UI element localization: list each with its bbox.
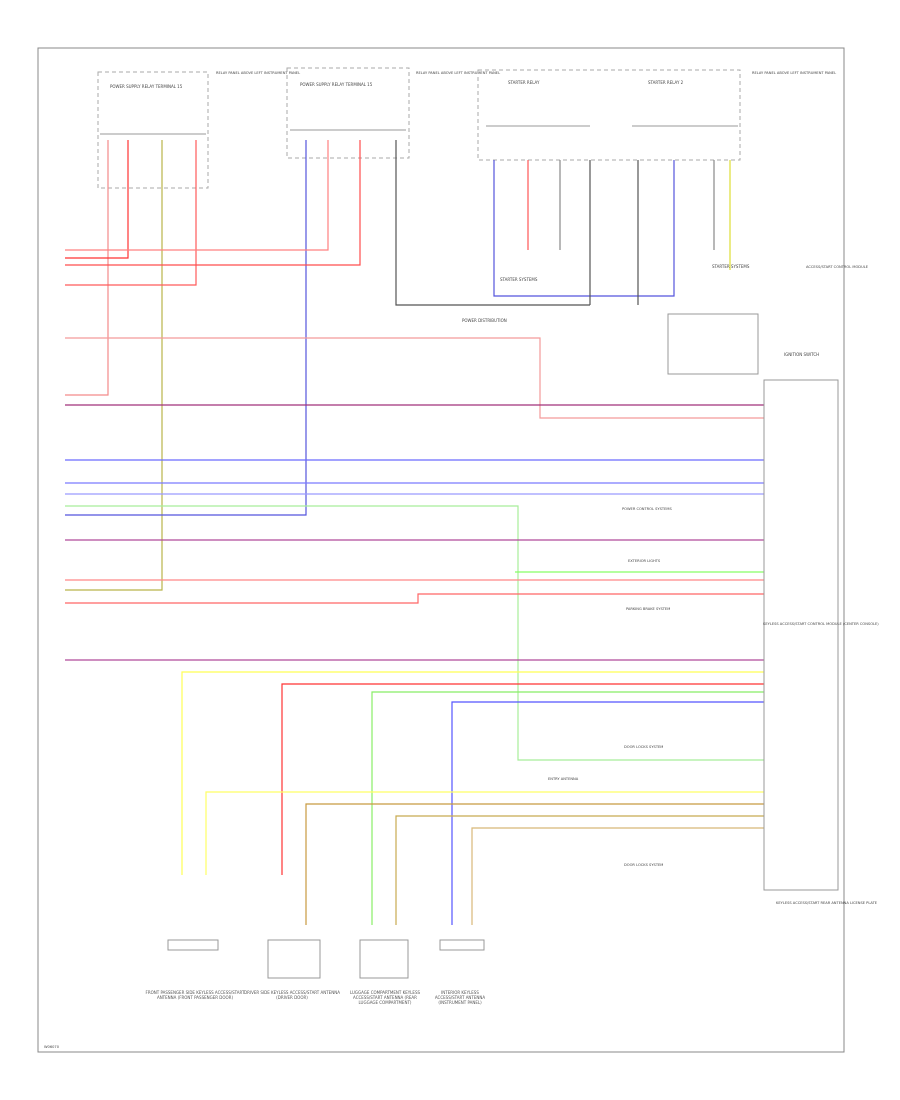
footer-code: W06070	[44, 1045, 60, 1049]
exterior-label: EXTERIOR LIGHTS	[628, 559, 661, 563]
relay-2: POWER SUPPLY RELAY TERMINAL 15 RELAY PAN…	[286, 67, 500, 159]
control-module-right: KEYLESS ACCESS/START CONTROL MODULE (CEN…	[763, 379, 879, 905]
starter-label-2: STARTER SYSTEMS	[500, 277, 538, 282]
relay-4-title: STARTER RELAY 2	[648, 80, 684, 85]
antennas: FRONT PASSENGER SIDE KEYLESS ACCESS/STAR…	[145, 939, 486, 1005]
relay-3-title: STARTER RELAY	[508, 80, 540, 85]
module-side-labels: POWER CONTROL SYSTEMS EXTERIOR LIGHTS PA…	[548, 507, 672, 867]
antenna-1-connector	[167, 939, 219, 951]
keyless-module-label: KEYLESS ACCESS/START CONTROL MODULE (CEN…	[763, 622, 879, 626]
antenna-2-label: DRIVER SIDE KEYLESS ACCESS/START ANTENNA…	[244, 990, 340, 1000]
relay-1: POWER SUPPLY RELAY TERMINAL 15 RELAY PAN…	[97, 71, 300, 189]
door-locks-label-1: DOOR LOCKS SYSTEM	[624, 745, 663, 749]
power-dist-label: POWER DISTRIBUTION	[462, 318, 507, 323]
antenna-1-label: FRONT PASSENGER SIDE KEYLESS ACCESS/STAR…	[145, 990, 245, 1000]
starter-label-3: STARTER SYSTEMS	[712, 264, 750, 269]
relay-4-note: RELAY PANEL ABOVE LEFT INSTRUMENT PANEL	[752, 71, 836, 75]
relay-3: STARTER RELAY STARTER RELAY 2 RELAY PANE…	[477, 69, 836, 161]
relay-2-title: POWER SUPPLY RELAY TERMINAL 15	[300, 82, 373, 87]
ignition-section: STARTER SYSTEMS STARTER SYSTEMS POWER DI…	[462, 264, 869, 375]
power-ctrl-label: POWER CONTROL SYSTEMS	[622, 507, 672, 511]
antenna-2-connector	[267, 939, 321, 979]
door-locks-label-2: DOOR LOCKS SYSTEM	[624, 863, 663, 867]
keyless-right-label: KEYLESS ACCESS/START REAR ANTENNA LICENS…	[776, 901, 878, 905]
access-start-label: ACCESS/START CONTROL MODULE	[806, 265, 869, 269]
antenna-4-label: INTERIOR KEYLESS ACCESS/START ANTENNA (I…	[434, 990, 486, 1005]
relay-2-note: RELAY PANEL ABOVE LEFT INSTRUMENT PANEL	[416, 71, 500, 75]
antenna-3-connector	[359, 939, 409, 979]
parking-brake-label: PARKING BRAKE SYSTEM	[626, 607, 670, 611]
antenna-4-connector	[439, 939, 485, 951]
diagram-frame	[37, 47, 845, 1053]
antenna-3-label: LUGGAGE COMPARTMENT KEYLESS ACCESS/START…	[349, 990, 421, 1005]
harness-wires	[65, 337, 764, 925]
relay-wires	[65, 140, 731, 591]
entry-antenna-label: ENTRY ANTENNA	[548, 777, 579, 781]
ignition-label: IGNITION SWITCH	[784, 352, 819, 357]
relay-1-title: POWER SUPPLY RELAY TERMINAL 15	[110, 84, 183, 89]
relay-1-note: RELAY PANEL ABOVE LEFT INSTRUMENT PANEL	[216, 71, 300, 75]
